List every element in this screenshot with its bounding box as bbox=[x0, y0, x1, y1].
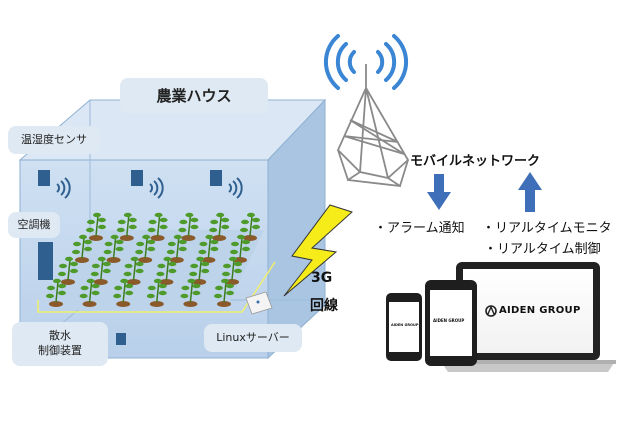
aircon-label: 空調機 bbox=[17, 217, 51, 231]
plant bbox=[46, 278, 66, 307]
plant bbox=[146, 278, 167, 307]
temp-sensor bbox=[38, 170, 71, 199]
server-label: Linuxサーバー bbox=[216, 330, 290, 344]
control-label: ・リアルタイム制御 bbox=[484, 242, 601, 257]
plant-rows bbox=[46, 212, 260, 307]
temp-sensor bbox=[210, 170, 243, 199]
plant bbox=[214, 278, 234, 307]
plant bbox=[147, 212, 168, 241]
plant bbox=[79, 278, 100, 307]
linux-server bbox=[245, 291, 273, 315]
plant bbox=[90, 256, 111, 285]
air-conditioner bbox=[38, 242, 53, 280]
house-title: 農業ハウス bbox=[156, 86, 232, 105]
tablet-brand: AIDEN GROUP bbox=[433, 318, 465, 323]
temp-sensor-label-box: 温湿度センサ bbox=[8, 126, 100, 154]
server-label-box: Linuxサーバー bbox=[204, 324, 302, 352]
plant bbox=[222, 256, 242, 285]
plant bbox=[113, 278, 134, 307]
brand-logo-icon bbox=[485, 305, 497, 317]
water-pipe bbox=[37, 261, 276, 313]
sprinkler-controller bbox=[116, 333, 126, 345]
laptop-brand: AIDEN GROUP bbox=[499, 305, 581, 316]
aircon-label-box: 空調機 bbox=[8, 212, 60, 238]
signal-waves-icon bbox=[323, 34, 409, 90]
temp-sensor bbox=[131, 170, 164, 199]
field-floor bbox=[48, 230, 264, 310]
radio-tower-icon bbox=[336, 64, 410, 188]
smartphone bbox=[386, 293, 422, 361]
sprinkler-label-box: 散水 制御装置 bbox=[12, 322, 108, 366]
plant bbox=[166, 234, 187, 263]
plant bbox=[123, 256, 144, 285]
plant bbox=[72, 234, 92, 263]
plant bbox=[180, 278, 201, 307]
plant bbox=[189, 256, 210, 285]
plant bbox=[103, 234, 124, 263]
plant bbox=[156, 256, 177, 285]
plant bbox=[86, 212, 106, 241]
arrow-down-icon bbox=[427, 174, 451, 210]
plant bbox=[116, 212, 137, 241]
plant bbox=[230, 234, 250, 263]
sprinkler-label-line1: 散水 bbox=[49, 329, 71, 343]
plant bbox=[209, 212, 230, 241]
plant bbox=[58, 256, 78, 285]
plant bbox=[198, 234, 219, 263]
sprinkler-label-line2: 制御装置 bbox=[38, 344, 82, 357]
alarm-label: ・アラーム通知 bbox=[374, 221, 465, 236]
plant bbox=[240, 212, 260, 241]
phone-brand: AIDEN GROUP bbox=[391, 323, 419, 327]
laptop bbox=[440, 262, 616, 372]
network-title: モバイルネットワーク bbox=[410, 154, 541, 169]
plant bbox=[135, 234, 156, 263]
link-label-3g: 3G bbox=[311, 270, 333, 286]
link-label-line: 回線 bbox=[310, 298, 338, 314]
arrow-up-icon bbox=[518, 172, 542, 212]
house-title-box: 農業ハウス bbox=[120, 78, 268, 114]
lightning-bolt-icon bbox=[283, 204, 353, 297]
plant bbox=[178, 212, 199, 241]
temp-sensor-label: 温湿度センサ bbox=[21, 132, 87, 146]
monitor-label: ・リアルタイムモニタ bbox=[482, 221, 612, 236]
tablet bbox=[425, 280, 477, 366]
